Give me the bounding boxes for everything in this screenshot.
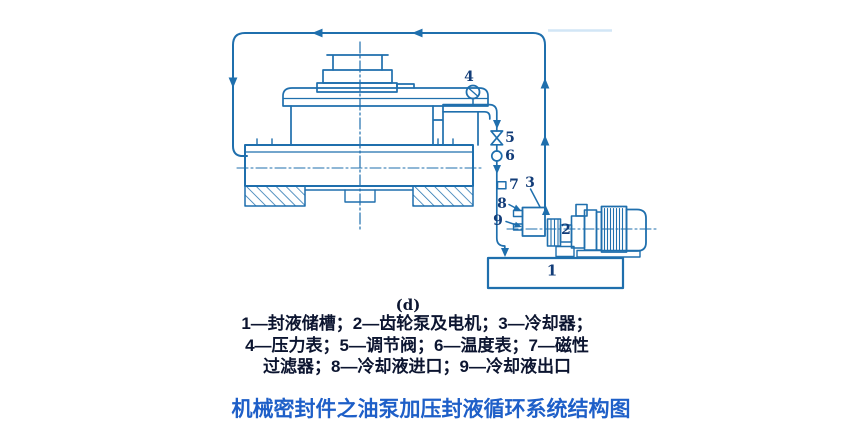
coolant-inlet-stub — [512, 209, 524, 218]
callout-9-coolant-outlet: 9 — [493, 213, 503, 229]
section-hatch-left — [244, 185, 306, 207]
motor-end-cap — [625, 208, 647, 252]
magnetic-filter-symbol — [496, 181, 507, 190]
shaft-bore — [344, 189, 376, 203]
gear-pump-and-motor — [506, 203, 659, 258]
coolant-outlet-stub — [512, 223, 524, 231]
storage-tank — [486, 256, 625, 290]
circulation-loop-pipe — [232, 32, 546, 214]
flow-direction-arrows — [228, 28, 550, 257]
figure-legend: 1—封液储槽；2—齿轮泵及电机；3—冷却器； 4—压力表；5—调节阀；6—温度表… — [241, 313, 592, 378]
legend-line-1: 1—封液储槽；2—齿轮泵及电机；3—冷却器； — [241, 314, 593, 333]
vessel-assembly — [282, 41, 489, 233]
callout-3-cooler: 3 — [525, 175, 535, 191]
callout-6-temperature-gauge: 6 — [505, 148, 515, 164]
callout-4-pressure-gauge: 4 — [464, 69, 474, 85]
temperature-gauge-symbol — [490, 143, 503, 162]
pump-foot — [555, 245, 575, 258]
callout-8-coolant-inlet: 8 — [497, 196, 507, 212]
section-hatch-right — [412, 185, 474, 207]
vessel-flange — [236, 138, 482, 207]
callout-leader-arrowheads — [513, 204, 522, 228]
pressure-gauge-symbol — [465, 84, 481, 106]
callout-2-gear-pump-motor: 2 — [561, 222, 571, 238]
legend-line-3: 过滤器；8—冷却液进口；9—冷却液出口 — [263, 357, 571, 376]
callout-5-regulating-valve: 5 — [505, 130, 515, 146]
figure-title: 机械密封件之油泵加压封液循环系统结构图 — [231, 398, 631, 421]
callout-1-storage-tank: 1 — [546, 261, 558, 280]
callout-7-magnetic-filter: 7 — [509, 177, 519, 193]
regulating-valve-symbol — [490, 130, 504, 146]
legend-line-2: 4—压力表；5—调节阀；6—温度表；7—磁性 — [245, 335, 589, 355]
return-line-to-tank — [495, 160, 507, 250]
seal-liquid-outlet-pipe — [442, 103, 498, 132]
panel-label: (d) — [395, 296, 421, 314]
cooler-box — [512, 206, 546, 237]
